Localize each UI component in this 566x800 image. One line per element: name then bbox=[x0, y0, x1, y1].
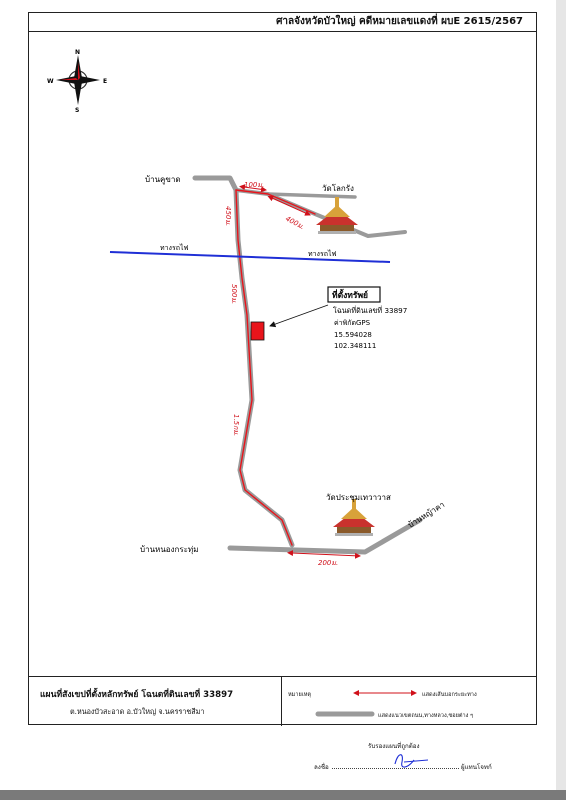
distance-1-5km: 1.5กม. bbox=[232, 414, 240, 436]
property-gps-label: ค่าพิกัดGPS bbox=[334, 319, 371, 327]
label-wat-lok-rang: วัดโลกรัง bbox=[322, 183, 354, 193]
property-heading-box bbox=[327, 286, 381, 303]
label-railway-right: ทางรถไฟ bbox=[308, 249, 336, 258]
bottom-bar bbox=[0, 790, 566, 800]
legend-title: แผนที่สังเขปที่ตั้งหลักทรัพย์ โฉนดที่ดิน… bbox=[40, 690, 234, 700]
legend-road-desc: แสดงแนวเขตถนน,ทางหลวง,ซอยต่าง ๆ bbox=[378, 713, 474, 719]
label-ban-khu-chat: บ้านคูขาด bbox=[145, 175, 181, 185]
distance-450m: 450ม. bbox=[224, 206, 232, 226]
map-frame bbox=[28, 12, 537, 725]
label-ban-nong-kha: บ้านหญ้าคา bbox=[406, 500, 446, 530]
distance-arrows bbox=[239, 184, 361, 559]
distance-400m: 400ม. bbox=[284, 215, 306, 232]
compass-s: S bbox=[75, 107, 79, 114]
legend-divider bbox=[281, 677, 282, 726]
signature-mark bbox=[394, 754, 429, 768]
property-lon: 102.348111 bbox=[334, 342, 376, 350]
page-edge-shadow bbox=[556, 0, 566, 800]
temple-icon bbox=[333, 499, 375, 536]
property-pointer-arrow bbox=[269, 304, 329, 328]
compass-icon bbox=[56, 55, 100, 105]
compass-n: N bbox=[75, 49, 80, 56]
signer-role: ผู้แทนโจทก์ bbox=[461, 764, 492, 771]
property-deed: โฉนดที่ดินเลขที่ 33897 bbox=[333, 306, 407, 315]
distance-200m: 200ม. bbox=[318, 559, 338, 567]
legend-panel: แผนที่สังเขปที่ตั้งหลักทรัพย์ โฉนดที่ดิน… bbox=[28, 676, 537, 726]
compass-e: E bbox=[103, 78, 107, 85]
legend-subtitle: ต.หนองบัวสะอาด อ.บัวใหญ่ จ.นครราชสีมา bbox=[70, 707, 205, 716]
property-marker bbox=[250, 321, 265, 341]
sign-label: ลงชื่อ bbox=[314, 764, 329, 771]
label-wat-prachum: วัดประชุมเทวาวาส bbox=[326, 493, 391, 502]
legend-arrow-desc: แสดงเส้นบอกระยะทาง bbox=[422, 692, 477, 698]
label-railway-left: ทางรถไฟ bbox=[160, 243, 188, 252]
property-heading: ที่ตั้งทรัพย์ bbox=[332, 288, 368, 301]
certify-text: รับรองแผนที่ถูกต้อง bbox=[368, 743, 420, 750]
distance-100m: 100ม. bbox=[244, 181, 264, 189]
railway-line bbox=[109, 251, 391, 263]
property-lat: 15.594028 bbox=[334, 331, 372, 339]
temple-icon bbox=[316, 197, 358, 234]
compass-w: W bbox=[47, 78, 54, 85]
label-ban-nong-krathum: บ้านหนองกระทุ่ม bbox=[140, 545, 198, 554]
page-title: ศาลจังหวัดบัวใหญ่ คดีหมายเลขแดงที่ ผบE 2… bbox=[28, 12, 537, 32]
legend-note-label: หมายเหตุ bbox=[288, 692, 312, 698]
signature-line bbox=[332, 768, 459, 769]
distance-500m: 500ม. bbox=[230, 284, 238, 304]
